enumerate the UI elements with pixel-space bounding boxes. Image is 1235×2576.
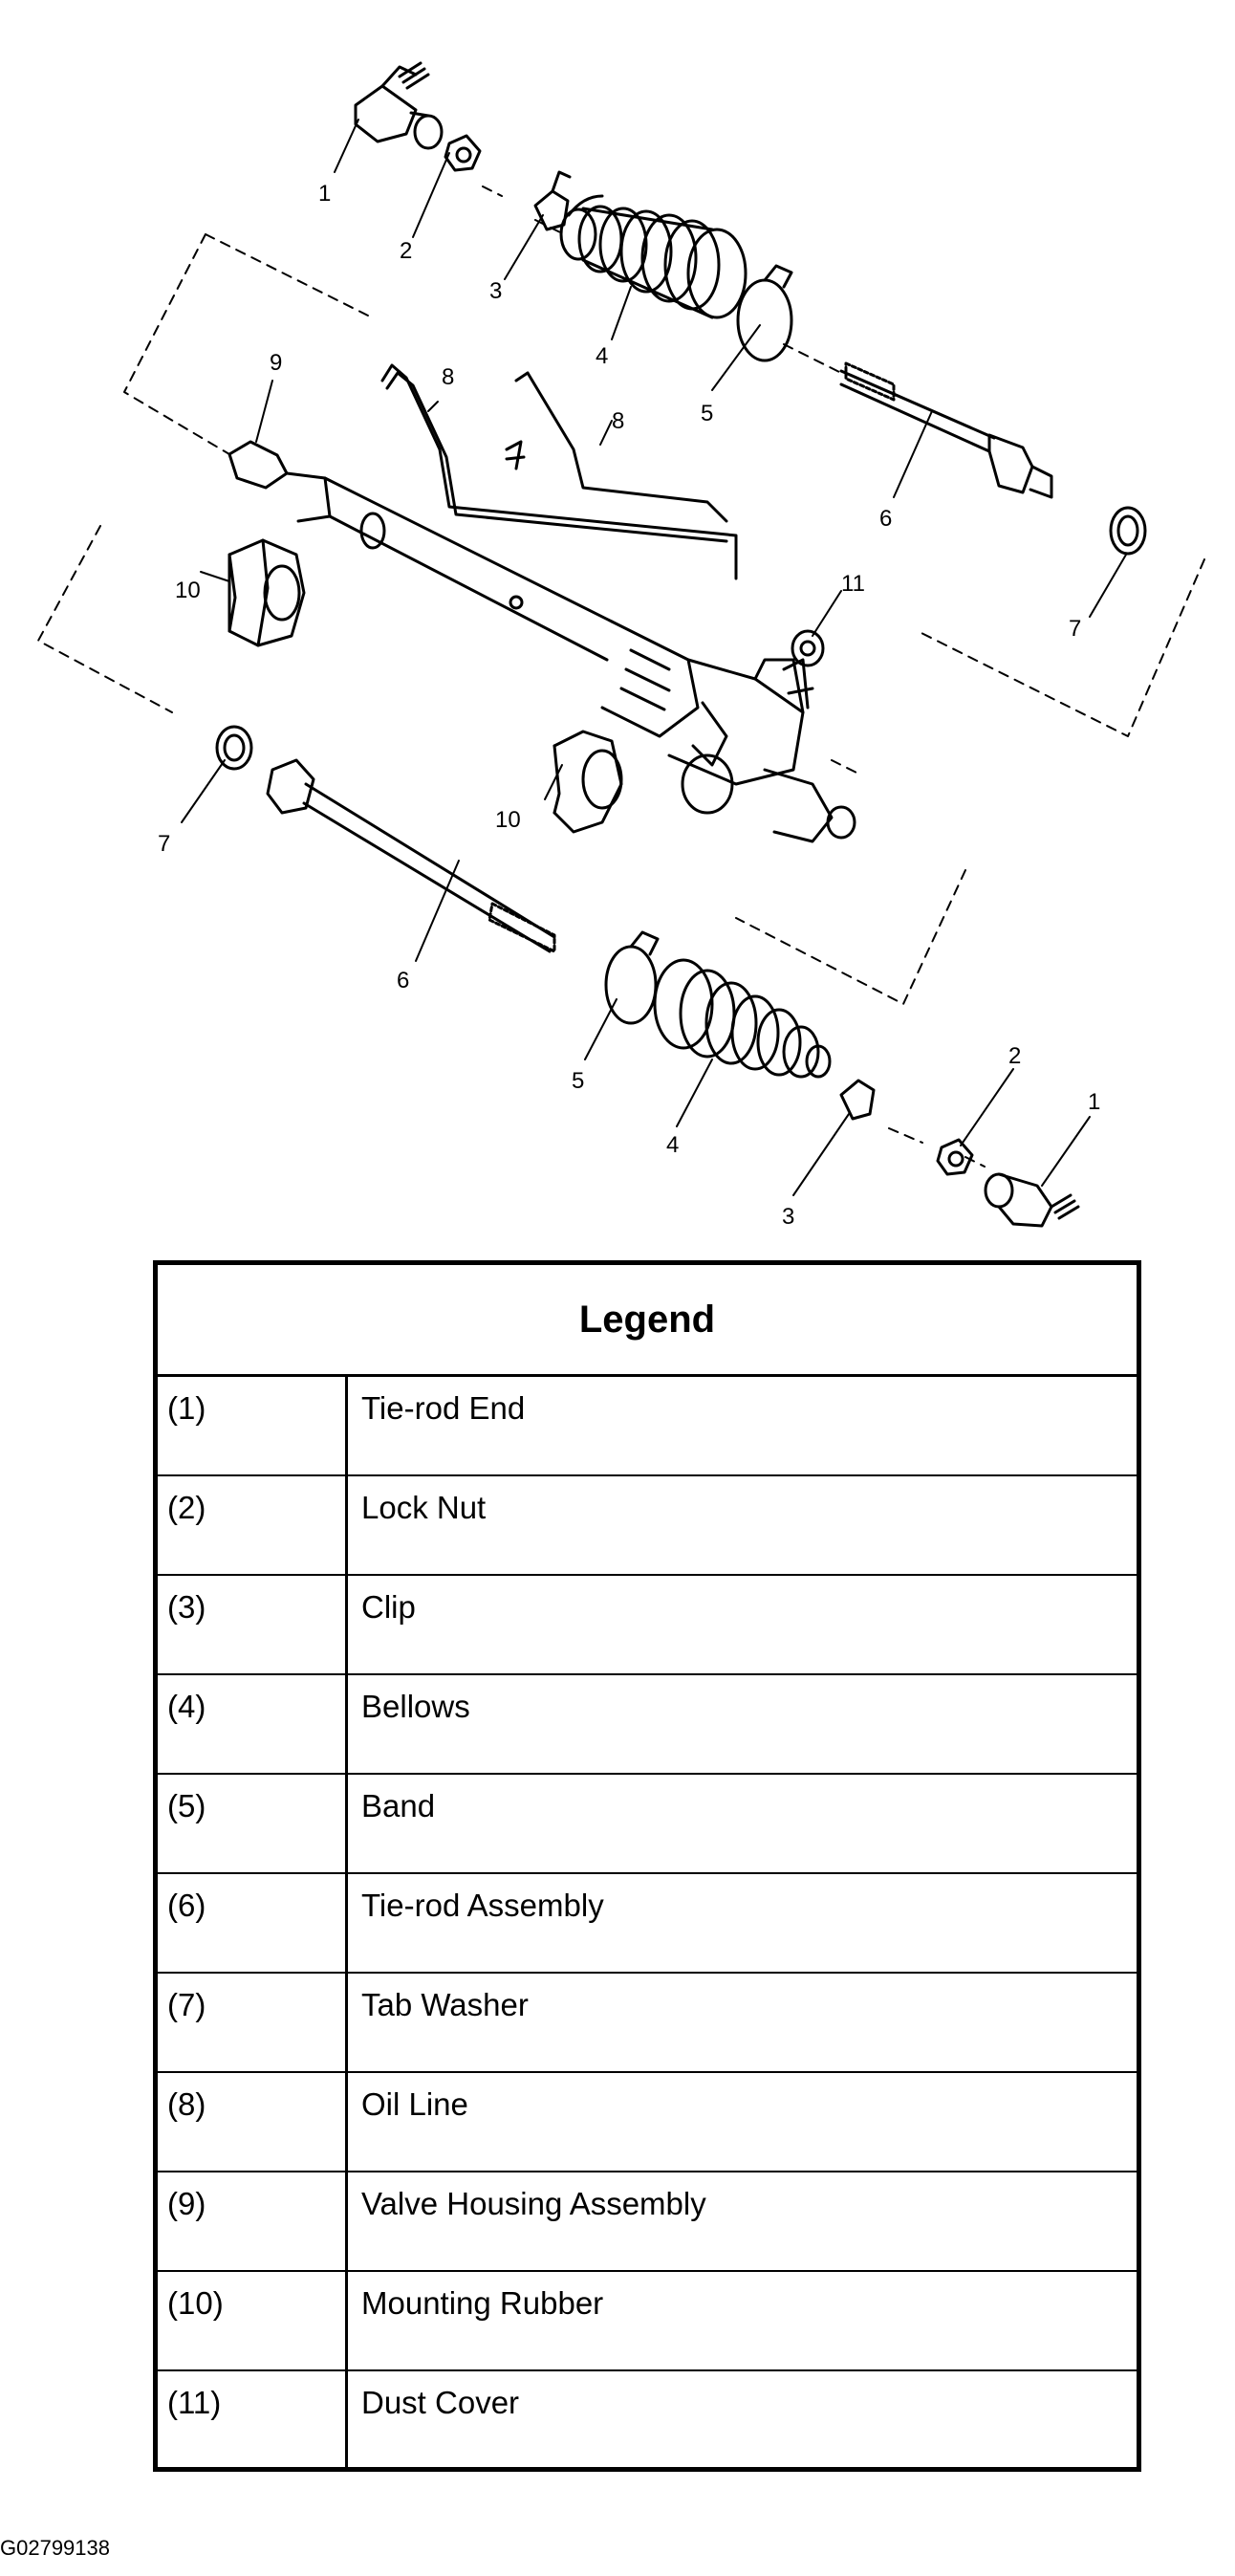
steering-rack-exploded-diagram: 1 2 3 4 5 6 7 8 8 9 10 11 7 10 6 5 4 2 1… — [37, 61, 1205, 1230]
legend-row: (2) Lock Nut — [155, 1474, 1139, 1575]
legend-row: (5) Band — [155, 1772, 1139, 1873]
legend-row-name: Valve Housing Assembly — [346, 2170, 1139, 2271]
legend-row-number: (11) — [155, 2369, 348, 2470]
callout-8-first: 8 — [442, 364, 454, 390]
clip-lower — [839, 1079, 876, 1121]
callout-3-upper: 3 — [489, 278, 502, 304]
callout-4-upper: 4 — [596, 343, 608, 369]
callout-6-upper: 6 — [879, 506, 892, 532]
band-upper — [736, 264, 793, 362]
assembly-guide-lines — [37, 186, 1205, 1168]
tie-rod-end-upper — [354, 61, 444, 150]
legend-row-name: Oil Line — [346, 2070, 1139, 2172]
rack-housing — [228, 440, 856, 843]
callout-9: 9 — [270, 350, 282, 376]
legend-row-name: Dust Cover — [346, 2369, 1139, 2470]
tie-rod-assembly-lower — [266, 758, 556, 953]
callout-5-lower: 5 — [572, 1068, 584, 1094]
callout-10-left: 10 — [175, 578, 201, 603]
legend-row-name: Mounting Rubber — [346, 2269, 1139, 2370]
mounting-rubber-left — [228, 538, 306, 647]
clip-upper — [533, 170, 572, 231]
legend-row-name: Tie-rod End — [346, 1374, 1139, 1475]
mounting-rubber-lower — [552, 730, 623, 834]
legend-row-name: Band — [346, 1772, 1139, 1873]
callout-labels: 1 2 3 4 5 6 7 8 8 9 10 11 7 10 6 5 4 2 1… — [158, 181, 1100, 1230]
legend-row-name: Clip — [346, 1573, 1139, 1674]
callout-1-upper: 1 — [318, 181, 331, 207]
legend-row: (11) Dust Cover — [155, 2369, 1139, 2470]
bellows-lower — [653, 958, 832, 1079]
legend-row-number: (6) — [155, 1871, 348, 1973]
legend-row: (8) Oil Line — [155, 2070, 1139, 2172]
bellows-upper — [559, 194, 748, 319]
tab-washer-right — [1109, 506, 1147, 556]
dust-cover — [791, 629, 825, 667]
callout-4-lower: 4 — [666, 1132, 679, 1158]
callout-6-lower: 6 — [397, 968, 409, 993]
legend-row-number: (5) — [155, 1772, 348, 1873]
legend-row-number: (7) — [155, 1971, 348, 2072]
legend-row-name: Tie-rod Assembly — [346, 1871, 1139, 1973]
callout-leaders — [181, 119, 1127, 1196]
legend-row-number: (1) — [155, 1374, 348, 1475]
legend-row-number: (3) — [155, 1573, 348, 1674]
legend-row: (3) Clip — [155, 1573, 1139, 1674]
legend-table: Legend (1) Tie-rod End (2) Lock Nut (3) … — [153, 1260, 1141, 2472]
callout-10-lower: 10 — [495, 807, 521, 833]
band-lower — [604, 930, 660, 1025]
legend-row: (10) Mounting Rubber — [155, 2269, 1139, 2370]
legend-header-row: Legend — [155, 1262, 1139, 1377]
callout-3-lower: 3 — [782, 1204, 794, 1230]
legend-row-name: Bellows — [346, 1672, 1139, 1774]
legend-row: (7) Tab Washer — [155, 1971, 1139, 2072]
tie-rod-assembly-upper — [839, 361, 1053, 499]
callout-8-second: 8 — [612, 408, 624, 434]
legend-row-number: (10) — [155, 2269, 348, 2370]
legend-row-name: Tab Washer — [346, 1971, 1139, 2072]
legend-row-name: Lock Nut — [346, 1474, 1139, 1575]
callout-5-upper: 5 — [701, 401, 713, 426]
tie-rod-end-lower — [984, 1172, 1080, 1228]
legend-row: (4) Bellows — [155, 1672, 1139, 1774]
callout-11: 11 — [841, 571, 865, 597]
callout-2-upper: 2 — [400, 238, 412, 264]
legend-row-number: (4) — [155, 1672, 348, 1774]
callout-7-right: 7 — [1069, 616, 1081, 642]
callout-2-lower: 2 — [1008, 1043, 1021, 1069]
legend-row-number: (9) — [155, 2170, 348, 2271]
legend-row-number: (8) — [155, 2070, 348, 2172]
oil-line-pair — [380, 363, 738, 580]
lock-nut-upper — [444, 134, 482, 172]
tab-washer-left — [215, 725, 253, 771]
lock-nut-lower — [936, 1138, 974, 1176]
legend-row: (1) Tie-rod End — [155, 1374, 1139, 1475]
legend-row: (6) Tie-rod Assembly — [155, 1871, 1139, 1973]
callout-1-lower: 1 — [1088, 1089, 1100, 1115]
callout-7-left: 7 — [158, 831, 170, 857]
legend-row-number: (2) — [155, 1474, 348, 1575]
legend-row: (9) Valve Housing Assembly — [155, 2170, 1139, 2271]
figure-code: G02799138 — [0, 2536, 110, 2560]
legend-title: Legend — [155, 1262, 1139, 1377]
